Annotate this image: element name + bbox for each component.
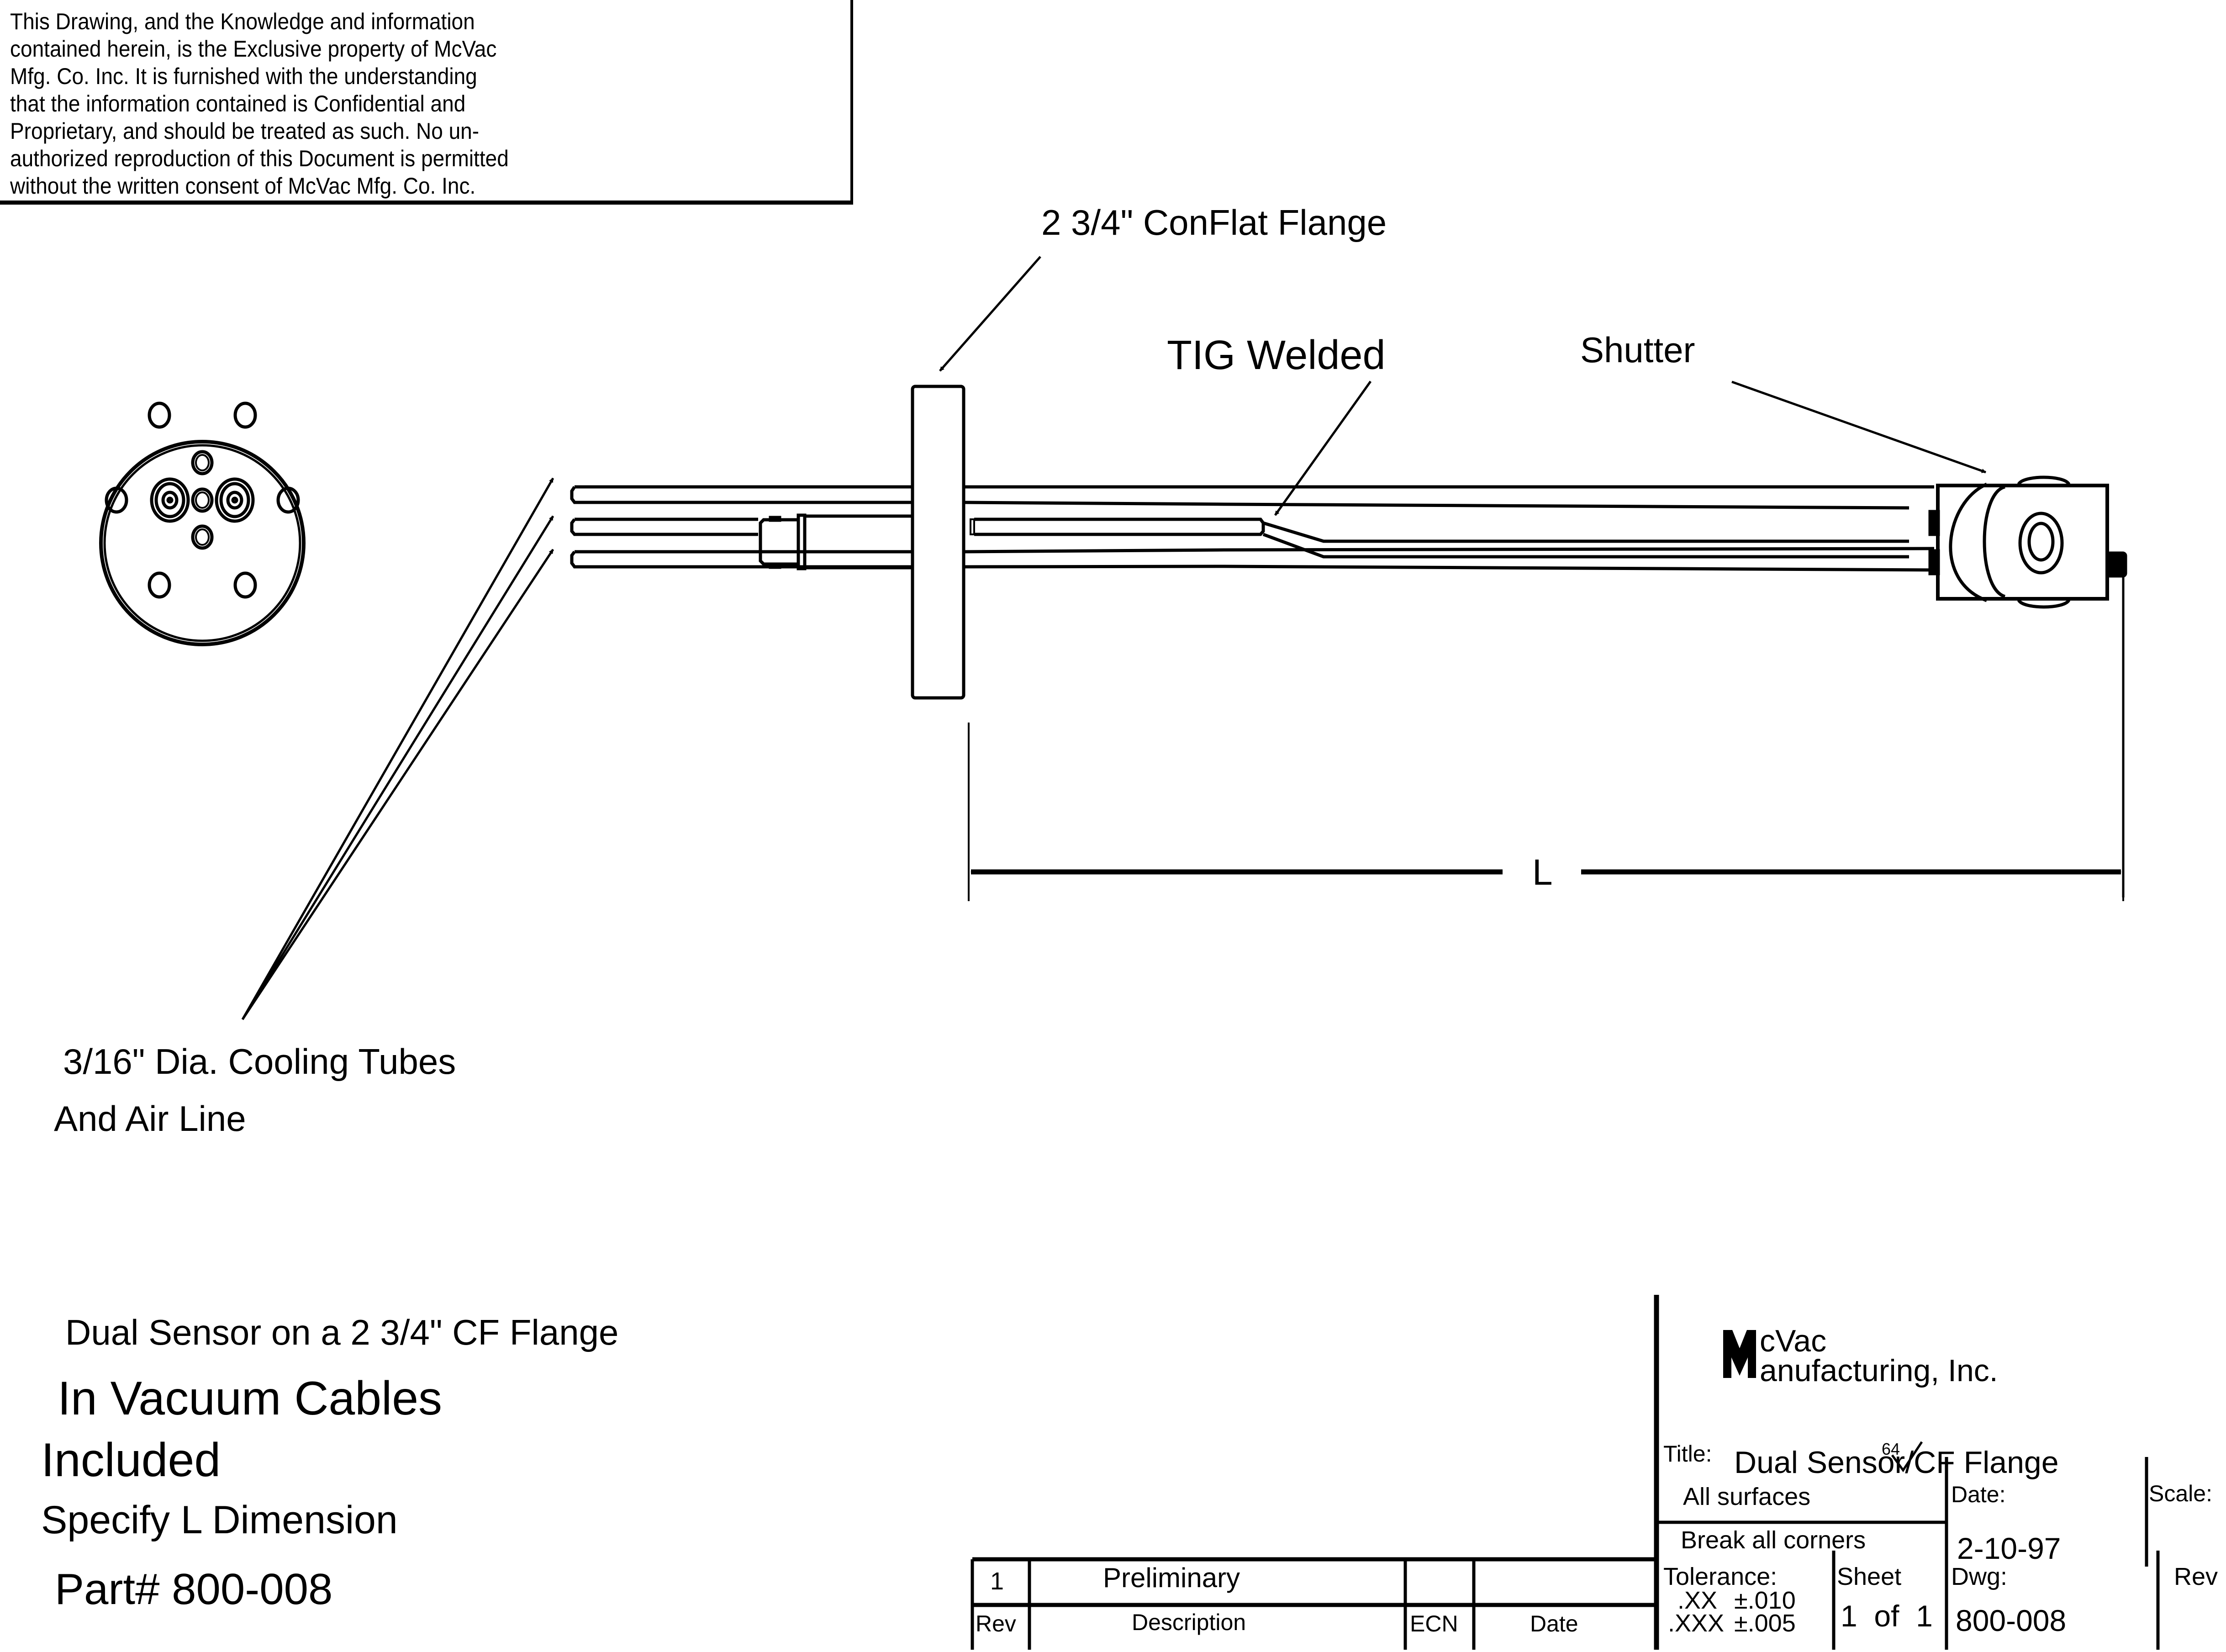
surface-finish-icon (1891, 1441, 1923, 1473)
notice-line: authorized reproduction of this Document… (10, 146, 509, 171)
company-name-line2: anufacturing, Inc. (1760, 1353, 1998, 1388)
title-label: Title: (1663, 1441, 1712, 1467)
note-description: Dual Sensor on a 2 3/4" CF Flange (65, 1312, 619, 1352)
dwg-number: 800-008 (1956, 1604, 2067, 1637)
rev-cell: 1 (990, 1568, 1004, 1595)
mcvac-logo-icon (1723, 1330, 1756, 1378)
surface-finish-value: 64 (1882, 1440, 1900, 1458)
title-block-grid (1654, 1295, 2160, 1650)
flange-callout: 2 3/4" ConFlat Flange (1041, 202, 1387, 243)
tig-weld-callout: TIG Welded (1167, 333, 1386, 378)
note-specify-l: Specify L Dimension (41, 1498, 398, 1542)
feedthrough-side-view (570, 385, 2127, 700)
cooling-tubes-callout: 3/16" Dia. Cooling Tubes (63, 1041, 456, 1082)
date-header: Date (1530, 1611, 1578, 1636)
note-included: Included (41, 1434, 221, 1487)
sheet-label: Sheet (1837, 1563, 1902, 1590)
bolt-hole (148, 401, 171, 429)
tube-leader (241, 549, 554, 1020)
bolt-hole (148, 571, 171, 599)
drawing-title: Dual Sensor/CF Flange (1734, 1445, 2059, 1480)
ecn-header: ECN (1410, 1611, 1458, 1636)
note-cables: In Vacuum Cables (58, 1372, 443, 1425)
notice-line: Proprietary, and should be treated as su… (10, 118, 480, 144)
sheet-value: 1 of 1 (1841, 1599, 1933, 1633)
tube-ports (191, 450, 214, 550)
dwg-label: Dwg: (1951, 1563, 2008, 1590)
bnc-connector-left (150, 477, 190, 523)
bolt-hole (105, 486, 128, 514)
date-value: 2-10-97 (1957, 1531, 2061, 1565)
confidentiality-notice: This Drawing, and the Knowledge and info… (0, 0, 853, 205)
surfaces-label: All surfaces (1683, 1483, 1811, 1510)
tolerance-xxx-label: .XXX (1668, 1610, 1725, 1637)
tolerance-xx-label: .XX (1677, 1587, 1718, 1614)
description-cell: Preliminary (1103, 1562, 1240, 1593)
bolt-hole (233, 571, 257, 599)
description-header: Description (1132, 1610, 1246, 1635)
tube-leader (241, 515, 554, 1020)
notice-line: This Drawing, and the Knowledge and info… (10, 9, 475, 34)
company-name-line1: cVac (1760, 1324, 1827, 1358)
notice-line: Mfg. Co. Inc. It is furnished with the u… (10, 63, 477, 89)
bolt-hole (233, 401, 257, 429)
notice-line: without the written consent of McVac Mfg… (10, 173, 476, 199)
tig-leader (1274, 380, 1372, 516)
break-corners-note: Break all corners (1681, 1526, 1866, 1554)
shutter-callout: Shutter (1580, 330, 1695, 370)
rev-header: Rev (976, 1611, 1016, 1636)
dimension-label: L (1532, 852, 1553, 892)
dimension-L (968, 723, 2124, 901)
tolerance-label: Tolerance: (1663, 1563, 1778, 1590)
bolt-holes (105, 401, 300, 599)
revision-table-grid (971, 1557, 1656, 1650)
air-line-callout: And Air Line (54, 1098, 246, 1139)
date-label: Date: (1951, 1482, 2006, 1507)
tolerance-xxx-value: ±.005 (1734, 1610, 1796, 1637)
rev-label: Rev (2174, 1563, 2218, 1590)
notice-line: that the information contained is Confid… (10, 91, 466, 116)
bolt-hole (276, 486, 300, 514)
tube-leader (241, 477, 554, 1020)
notice-line: contained herein, is the Exclusive prope… (10, 36, 497, 62)
bnc-connector-right (215, 477, 255, 523)
tolerance-xx-value: ±.010 (1734, 1587, 1796, 1614)
shutter-leader (1731, 380, 1986, 474)
scale-label: Scale: (2149, 1481, 2212, 1506)
flange-end-view (99, 401, 306, 646)
flange-leader (939, 256, 1041, 372)
part-number: Part# 800-008 (55, 1565, 333, 1614)
